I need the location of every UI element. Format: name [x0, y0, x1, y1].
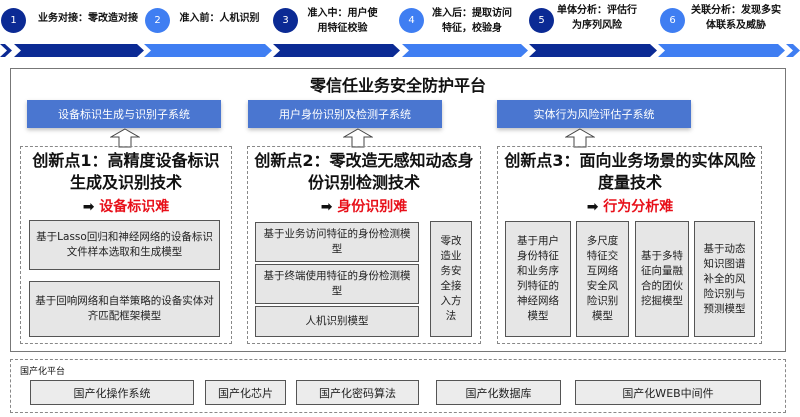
model-box: 基于Lasso回归和神经网络的设备标识文件样本选取和生成模型	[29, 220, 220, 270]
domestic-item: 国产化芯片	[205, 380, 286, 405]
difficulty-label: 设备标识难	[99, 199, 170, 215]
difficulty-label: 身份识别难	[337, 199, 408, 215]
innovation-2-title: 创新点2：零改造无感知动态身份识别检测技术	[254, 151, 474, 192]
subsystem-device: 设备标识生成与识别子系统	[27, 100, 221, 128]
subsystem-behavior: 实体行为风险评估子系统	[497, 100, 691, 128]
innovation-1-panel	[20, 146, 232, 344]
arrow-right-icon: ➡	[82, 199, 95, 215]
step-1-badge: 1	[1, 8, 26, 33]
up-arrow-icon	[565, 128, 595, 148]
innovation-2-difficulty: ➡ 身份识别难	[252, 196, 476, 216]
step-4-badge: 4	[399, 8, 424, 33]
chevron-step-2	[144, 44, 272, 57]
step-6-label: 关联分析：发现多实体联系及威胁	[691, 5, 781, 31]
domestic-item: 国产化WEB中间件	[575, 380, 761, 405]
platform-container	[10, 68, 786, 352]
arrow-right-icon: ➡	[586, 199, 599, 215]
step-3-badge: 3	[273, 8, 298, 33]
up-arrow-icon	[110, 128, 140, 148]
chevron-step-6	[658, 44, 785, 57]
domestic-platform-panel	[10, 359, 786, 413]
model-box: 基于用户身份特征和业务序列特征的神经网络模型	[505, 221, 571, 337]
chevron-start	[0, 44, 12, 57]
model-box: 基于回响网络和自举策略的设备实体对齐匹配框架模型	[29, 281, 220, 337]
model-box: 基于终端使用特征的身份检测模型	[255, 264, 419, 304]
innovation-1-title: 创新点1：高精度设备标识生成及识别技术	[32, 151, 220, 192]
model-box: 基于业务访问特征的身份检测模型	[255, 222, 419, 262]
innovation-1-difficulty: ➡ 设备标识难	[26, 196, 226, 216]
step-5-label: 单体分析：评估行为序列风险	[557, 5, 637, 31]
model-box: 人机识别模型	[255, 306, 419, 337]
chevron-step-4	[402, 44, 528, 57]
platform-title: 零信任业务安全防护平台	[309, 76, 486, 95]
arrow-right-icon: ➡	[320, 199, 333, 215]
model-box: 基于动态知识图谱补全的风险识别与预测模型	[694, 221, 755, 337]
innovation-3-title: 创新点3：面向业务场景的实体风险度量技术	[504, 151, 756, 192]
model-box: 零改造业务安全接入方法	[430, 221, 472, 337]
step-2-badge: 2	[145, 8, 170, 33]
domestic-item: 国产化操作系统	[30, 380, 194, 405]
step-3-label: 准入中：用户使用特征校验	[307, 8, 378, 34]
step-2-label: 准入前：人机识别	[179, 13, 260, 24]
domestic-item: 国产化数据库	[436, 380, 561, 405]
chevron-end	[786, 44, 800, 57]
subsystem-identity: 用户身份识别及检测子系统	[248, 100, 442, 128]
step-5-badge: 5	[529, 8, 554, 33]
step-6-badge: 6	[660, 8, 685, 33]
chevron-step-1	[14, 44, 144, 57]
difficulty-label: 行为分析难	[603, 199, 674, 215]
innovation-2-panel	[247, 146, 481, 344]
model-box: 多尺度特征交互网络安全风险识别模型	[576, 221, 629, 337]
chevron-step-5	[529, 44, 657, 57]
domestic-item: 国产化密码算法	[296, 380, 419, 405]
innovation-3-difficulty: ➡ 行为分析难	[500, 196, 760, 216]
innovation-3-panel	[497, 146, 762, 344]
model-box: 基于多特征向量融合的团伙挖掘模型	[635, 221, 689, 337]
chevron-step-3	[273, 44, 400, 57]
step-4-label: 准入后：提取访问特征，校验身	[432, 8, 512, 34]
domestic-platform-label: 国产化平台	[20, 367, 66, 377]
up-arrow-icon	[343, 128, 373, 148]
step-1-label: 业务对接：零改造对接	[38, 13, 138, 24]
